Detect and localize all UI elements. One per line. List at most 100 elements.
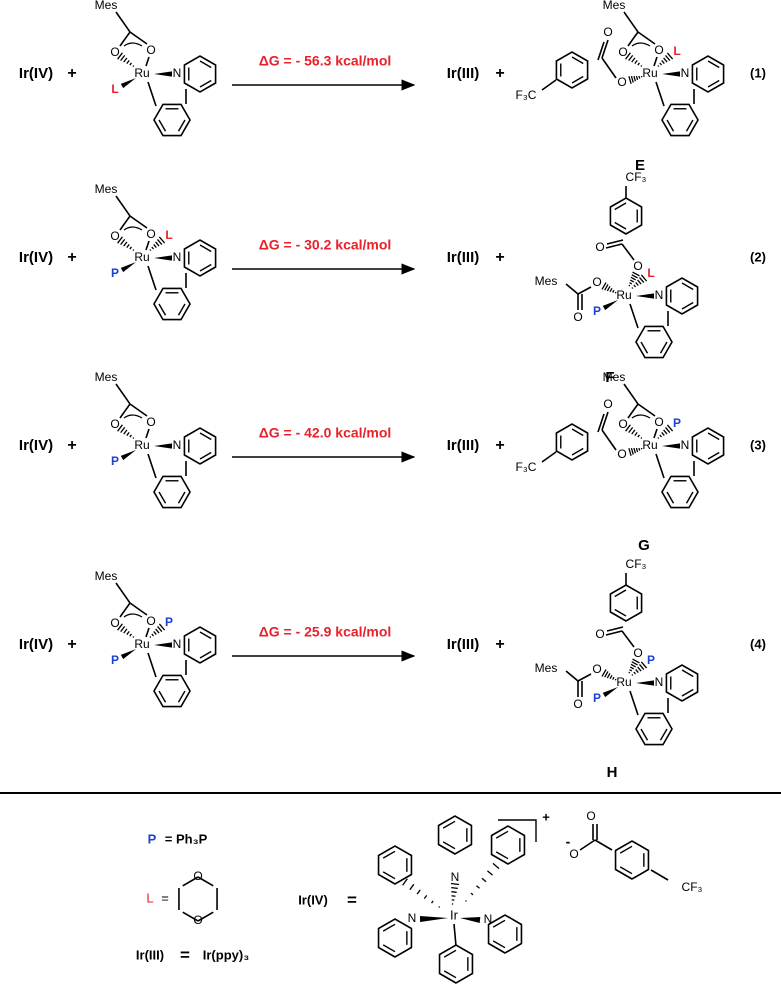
product-label: Ir(III)	[447, 437, 480, 454]
trifluoromethyl-label: CF₃	[682, 880, 703, 894]
phenyl-ring	[661, 475, 699, 509]
pyridine-ring	[183, 239, 217, 277]
wedge-bond	[460, 917, 481, 923]
iridium-label: Ir	[450, 907, 459, 922]
oxygen-label: O	[146, 614, 155, 628]
bond	[653, 56, 658, 67]
phosphine-label: P	[111, 653, 119, 667]
equation-number: (2)	[750, 249, 766, 264]
benzoate-ring	[609, 197, 643, 235]
bond	[637, 31, 656, 45]
delta-g-label: ΔG = - 42.0 kcal/mol	[259, 425, 392, 441]
negative-charge: -	[566, 834, 571, 850]
bond	[145, 240, 150, 251]
phenyl-ring	[377, 845, 413, 885]
hashed-bond	[450, 882, 460, 905]
hashed-bond	[657, 424, 674, 439]
ruthenium-label: Ru	[134, 66, 149, 80]
mesityl-label: Mes	[95, 0, 118, 12]
compound-label: H	[607, 764, 618, 781]
bond	[606, 626, 624, 632]
delta-g-label: ΔG = - 56.3 kcal/mol	[259, 53, 392, 69]
trifluoromethyl-label: CF₃	[626, 557, 647, 571]
legend-ir3-symbol: Ir(III)	[136, 947, 164, 962]
reactant-label: Ir(IV)	[19, 249, 53, 266]
trifluoromethyl-label: F₃C	[516, 460, 537, 474]
bond	[115, 11, 131, 33]
bond	[145, 56, 150, 67]
hashed-bond	[628, 658, 640, 674]
bond	[147, 265, 157, 291]
bond	[601, 411, 609, 431]
dioxane-ring: OO	[178, 869, 218, 927]
pyridine-ring	[691, 55, 725, 93]
oxygen-label: O	[654, 415, 663, 429]
wedge-bond	[662, 443, 680, 449]
charge-bracket	[498, 819, 537, 842]
mesityl-label: Mes	[535, 274, 558, 288]
wedge-bond	[154, 255, 172, 261]
oxygen-label: O	[618, 417, 627, 431]
oxygen-label: O	[110, 417, 119, 431]
hashed-bond	[628, 75, 643, 85]
ligand-l-label: L	[647, 266, 654, 280]
nitrogen-label: N	[451, 870, 460, 884]
bond	[601, 39, 609, 59]
nitrogen-label: N	[484, 912, 493, 926]
bond	[147, 81, 157, 107]
oxygen-label: O	[592, 275, 601, 289]
plus-sign: +	[67, 437, 76, 454]
wedge-bond	[120, 649, 136, 660]
benzoate-ring	[555, 423, 589, 461]
plus-sign: +	[495, 249, 504, 266]
bond	[541, 79, 557, 91]
oxygen-label: O	[617, 75, 626, 89]
equation-number: (1)	[750, 65, 766, 80]
bond	[577, 673, 592, 682]
bond	[623, 11, 639, 33]
hashed-bond	[601, 669, 617, 681]
plus-sign: +	[67, 249, 76, 266]
equation-number: (3)	[750, 437, 766, 452]
benzoate-ring	[609, 584, 643, 622]
phosphine-label: P	[111, 266, 119, 280]
oxygen-label: O	[617, 447, 626, 461]
oxygen-label: O	[592, 662, 601, 676]
product-label: Ir(III)	[447, 65, 480, 82]
legend-equals: =	[161, 890, 169, 905]
hashed-bond	[631, 661, 648, 676]
pyridine-ring	[183, 55, 217, 93]
plus-sign: +	[495, 65, 504, 82]
oxygen-label: O	[573, 310, 582, 324]
benzoate-ring	[614, 840, 650, 880]
hashed-bond	[631, 274, 648, 289]
oxygen-label: O	[595, 240, 604, 254]
bond	[655, 81, 665, 107]
bond	[650, 869, 669, 881]
bond	[453, 923, 457, 947]
bond	[629, 690, 639, 716]
trifluoromethyl-label: CF₃	[626, 170, 647, 184]
reactant-label: Ir(IV)	[19, 636, 53, 653]
compound-label: F	[605, 369, 614, 386]
phosphine-label: P	[593, 691, 601, 705]
bond	[145, 627, 150, 638]
hashed-bond	[117, 236, 135, 251]
mesityl-label: Mes	[95, 370, 118, 384]
hashed-bond	[117, 52, 135, 67]
bond	[606, 239, 624, 245]
phenyl-ring	[635, 712, 673, 746]
bond	[623, 383, 639, 405]
oxygen-label: O	[603, 397, 612, 411]
nitrogen-label: N	[655, 675, 664, 689]
nitrogen-label: N	[173, 438, 182, 452]
bond	[629, 303, 639, 329]
